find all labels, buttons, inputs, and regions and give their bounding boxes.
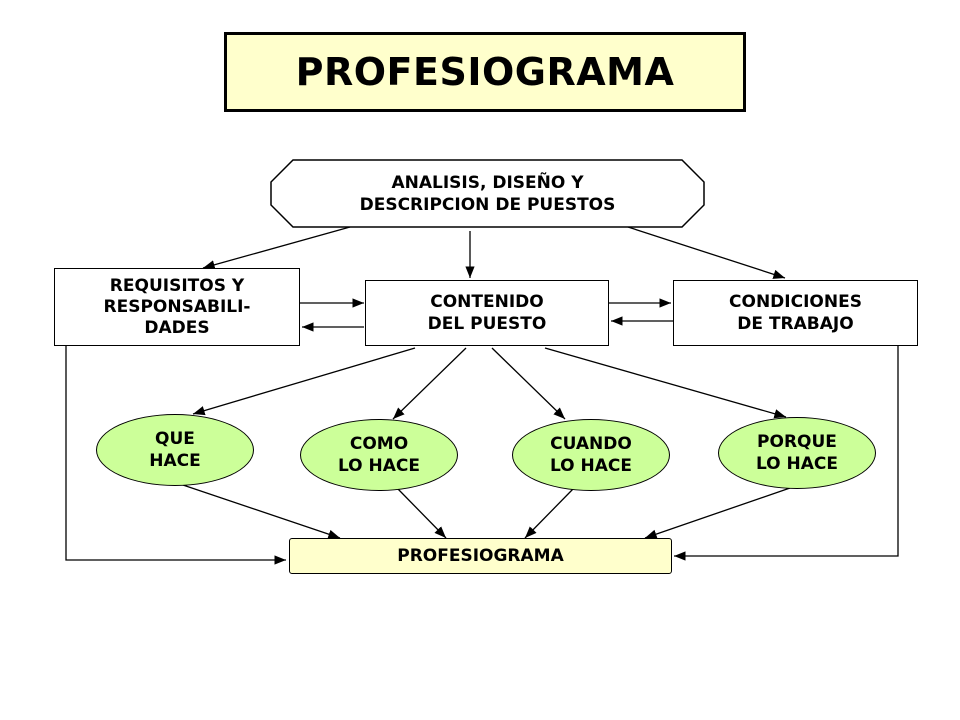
node-cuando-hace: CUANDO LO HACE: [512, 419, 670, 491]
node-contenido-label: CONTENIDO DEL PUESTO: [427, 292, 547, 334]
arrow-condiciones-to-profesiograma: [674, 346, 899, 561]
node-como-hace-label: COMO LO HACE: [337, 434, 421, 476]
analisis-shape: [270, 159, 705, 228]
node-analisis: ANALISIS, DISEÑO Y DESCRIPCION DE PUESTO…: [271, 160, 704, 227]
node-condiciones-label: CONDICIONES DE TRABAJO: [729, 292, 862, 334]
node-cuando-hace-label: CUANDO LO HACE: [549, 434, 633, 476]
node-requisitos-label: REQUISITOS Y RESPONSABILI- DADES: [103, 275, 251, 338]
node-contenido: CONTENIDO DEL PUESTO: [365, 280, 609, 346]
node-profesiograma-label: PROFESIOGRAMA: [397, 546, 564, 566]
node-porque-hace-label: PORQUE LO HACE: [755, 432, 839, 474]
arrow-cuando-to-profesiograma: [524, 488, 574, 539]
arrow-analisis-to-requisitos: [202, 226, 351, 270]
arrow-que-to-profesiograma: [179, 483, 341, 539]
arrow-como-to-profesiograma: [397, 488, 447, 539]
node-que-hace: QUE HACE: [96, 414, 254, 486]
page-title: PROFESIOGRAMA: [224, 32, 746, 112]
node-que-hace-label: QUE HACE: [149, 429, 201, 471]
node-condiciones: CONDICIONES DE TRABAJO: [673, 280, 918, 346]
node-profesiograma: PROFESIOGRAMA: [289, 538, 672, 574]
arrow-contenido-to-como: [392, 347, 467, 420]
arrow-requisitos-to-profesiograma: [65, 346, 286, 565]
arrow-contenido-to-que: [192, 347, 416, 416]
node-porque-hace: PORQUE LO HACE: [718, 417, 876, 489]
arrow-contenido-to-cuando: [491, 347, 566, 420]
node-analisis-label: ANALISIS, DISEÑO Y DESCRIPCION DE PUESTO…: [359, 172, 616, 215]
arrow-contenido-to-porque: [544, 347, 787, 419]
arrow-analisis-to-condiciones: [627, 226, 786, 279]
node-como-hace: COMO LO HACE: [300, 419, 458, 491]
page-title-text: PROFESIOGRAMA: [295, 50, 675, 94]
arrow-porque-to-profesiograma: [644, 487, 791, 539]
node-requisitos: REQUISITOS Y RESPONSABILI- DADES: [54, 268, 300, 346]
